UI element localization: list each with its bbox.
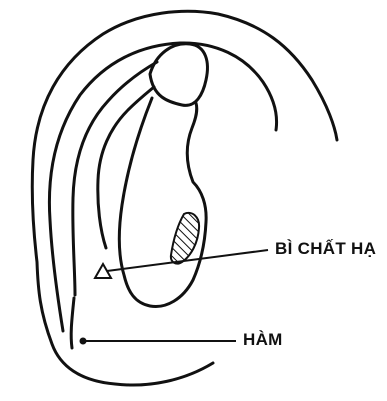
triangular-fossa — [150, 44, 207, 106]
concha — [119, 98, 206, 307]
earlobe-rim — [71, 298, 74, 348]
hatched-area — [171, 213, 199, 264]
label-bi-chat-ha: BÌ CHẤT HẠ — [275, 239, 376, 259]
label-ham: HÀM — [243, 330, 283, 350]
ear-outer-contour — [32, 11, 337, 385]
helix-inner-rim — [49, 43, 276, 331]
